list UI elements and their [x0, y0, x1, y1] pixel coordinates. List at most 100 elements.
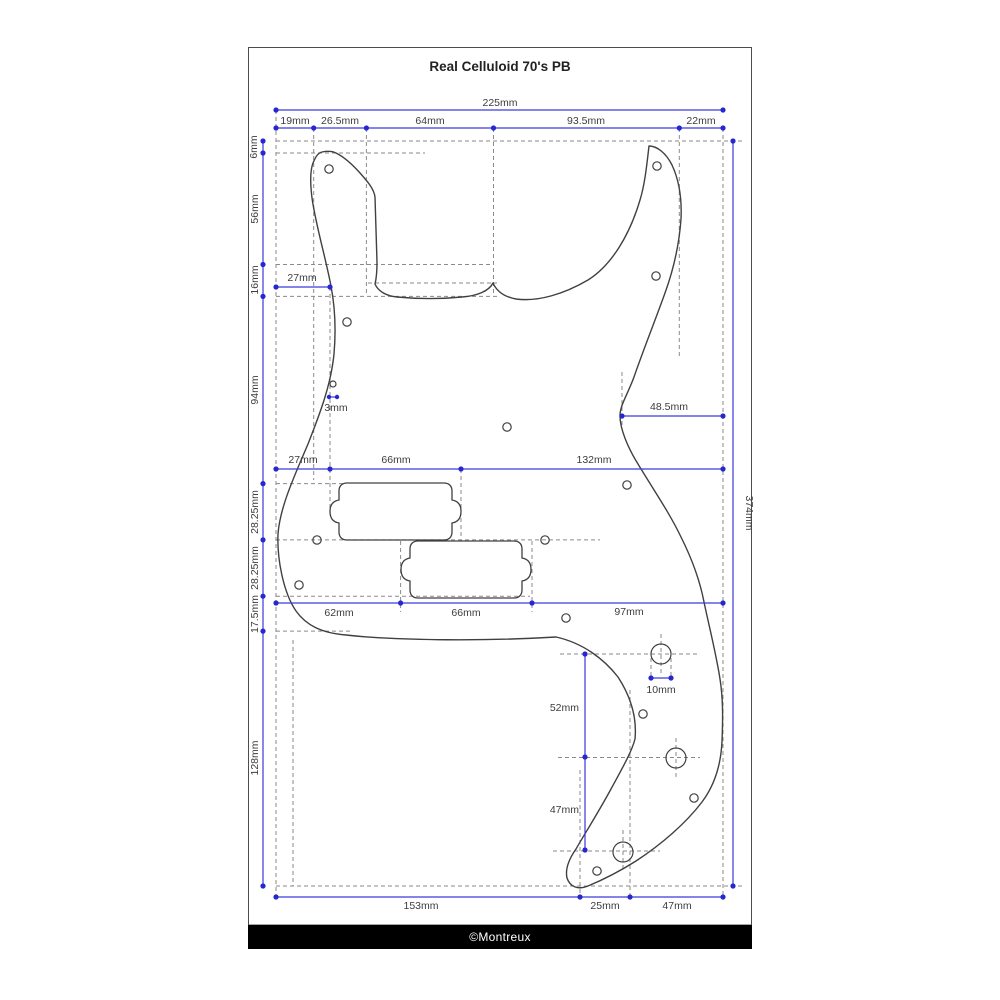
- screw-hole: [294, 580, 304, 590]
- dim-point: [327, 466, 333, 472]
- dim-label-pickup-row-2: 132mm: [576, 454, 611, 466]
- dim-point: [458, 466, 464, 472]
- dim-point: [273, 600, 279, 606]
- footer-bar: [248, 925, 752, 949]
- dim-point: [273, 284, 279, 290]
- dim-label-control-col-1: 47mm: [550, 804, 579, 816]
- screw-hole: [651, 271, 661, 281]
- dim-point: [676, 125, 682, 131]
- dim-point: [273, 894, 279, 900]
- screw-hole: [561, 613, 571, 623]
- dim-label-bottom-seg-1: 25mm: [590, 900, 619, 912]
- pickup-cutout-lower: [400, 540, 532, 599]
- page-border: [248, 47, 752, 926]
- dim-point: [627, 894, 633, 900]
- screw-hole: [502, 422, 512, 432]
- dim-point: [720, 600, 726, 606]
- screw-hole: [540, 535, 550, 545]
- dim-label-screw-dia: 3mm: [324, 402, 348, 414]
- dim-point: [260, 138, 266, 144]
- dim-point: [273, 125, 279, 131]
- dim-label-top-seg-2: 64mm: [415, 115, 444, 127]
- dim-point: [260, 593, 266, 599]
- jack-hole: [612, 841, 634, 863]
- dimension-lines: [262, 109, 734, 898]
- dim-point: [619, 413, 625, 419]
- dim-label-top-seg-0: 19mm: [280, 115, 309, 127]
- screw-hole: [324, 164, 334, 174]
- screw-hole: [592, 866, 602, 876]
- dimension-points: [260, 107, 736, 900]
- dim-point: [334, 394, 340, 400]
- dim-label-top-total: 225mm: [482, 97, 517, 109]
- dim-point: [311, 125, 317, 131]
- pickup-cutout-upper: [329, 482, 462, 541]
- dim-point: [327, 284, 333, 290]
- dim-point: [582, 847, 588, 853]
- screw-hole: [342, 317, 352, 327]
- dim-label-left-seg-7: 128mm: [249, 740, 261, 775]
- dim-point: [668, 675, 674, 681]
- dim-label-left-seg-1: 56mm: [249, 194, 261, 223]
- page-title: Real Celluloid 70's PB: [429, 59, 571, 74]
- dim-point: [490, 125, 497, 131]
- dim-label-lower-row-1: 66mm: [451, 607, 480, 619]
- dim-label-bottom-seg-0: 153mm: [403, 900, 438, 912]
- dim-point: [720, 107, 726, 113]
- dim-label-left-seg-3: 94mm: [249, 375, 261, 404]
- dim-point: [260, 628, 266, 634]
- dim-point: [260, 293, 266, 299]
- dim-point: [582, 754, 588, 760]
- dim-label-waist: 48.5mm: [650, 401, 688, 413]
- dim-point: [720, 894, 726, 900]
- dim-point: [730, 138, 736, 144]
- dim-point: [326, 394, 332, 400]
- dim-label-right-total: 374mm: [743, 495, 755, 530]
- dim-label-pickup-row-0: 27mm: [288, 454, 317, 466]
- screw-hole: [652, 161, 662, 171]
- dim-point: [720, 125, 726, 131]
- screw-hole: [312, 535, 322, 545]
- footer-brand: ©Montreux: [469, 930, 531, 944]
- pickguard-outline: [277, 145, 724, 889]
- dim-point: [577, 894, 583, 900]
- dim-label-lower-row-2: 97mm: [614, 606, 643, 618]
- dim-point: [260, 481, 266, 487]
- pickup-cutouts: [329, 482, 532, 599]
- screw-hole-3mm: [329, 380, 337, 388]
- pot-hole-1: [650, 643, 672, 665]
- dim-label-left-seg-0: 6mm: [248, 135, 260, 159]
- dim-label-top-seg-4: 22mm: [686, 115, 715, 127]
- dim-label-top-seg-3: 93.5mm: [567, 115, 605, 127]
- guide-lines: [275, 110, 745, 897]
- screw-hole: [638, 709, 648, 719]
- pot-hole-2: [665, 747, 687, 769]
- dim-point: [260, 883, 266, 889]
- dim-point: [529, 600, 535, 606]
- dim-point: [273, 107, 279, 113]
- dim-point: [730, 883, 736, 889]
- screw-hole: [689, 793, 699, 803]
- screw-hole: [622, 480, 632, 490]
- dim-label-left-seg-6: 17.5mm: [249, 595, 261, 633]
- dimension-labels: 225mm 19mm 26.5mm 64mm 93.5mm 22mm 6mm 5…: [248, 97, 755, 912]
- dim-point: [720, 466, 726, 472]
- dim-label-pot-dia: 10mm: [646, 684, 675, 696]
- dim-point: [260, 537, 266, 543]
- dim-label-lower-row-0: 62mm: [324, 607, 353, 619]
- dim-label-pickup-row-1: 66mm: [381, 454, 410, 466]
- dim-label-control-col-0: 52mm: [550, 702, 579, 714]
- screw-holes: [294, 161, 699, 876]
- dim-label-left-seg-5: 28.25mm: [249, 546, 261, 590]
- dim-point: [260, 150, 266, 156]
- dim-label-left-seg-4: 28.25mm: [249, 490, 261, 534]
- dim-point: [720, 413, 726, 419]
- dim-label-bottom-seg-2: 47mm: [662, 900, 691, 912]
- dim-point: [363, 125, 369, 131]
- dim-label-neck-offset: 27mm: [287, 272, 316, 284]
- dim-label-top-seg-1: 26.5mm: [321, 115, 359, 127]
- dim-point: [273, 466, 279, 472]
- dim-label-left-seg-2: 16mm: [249, 265, 261, 294]
